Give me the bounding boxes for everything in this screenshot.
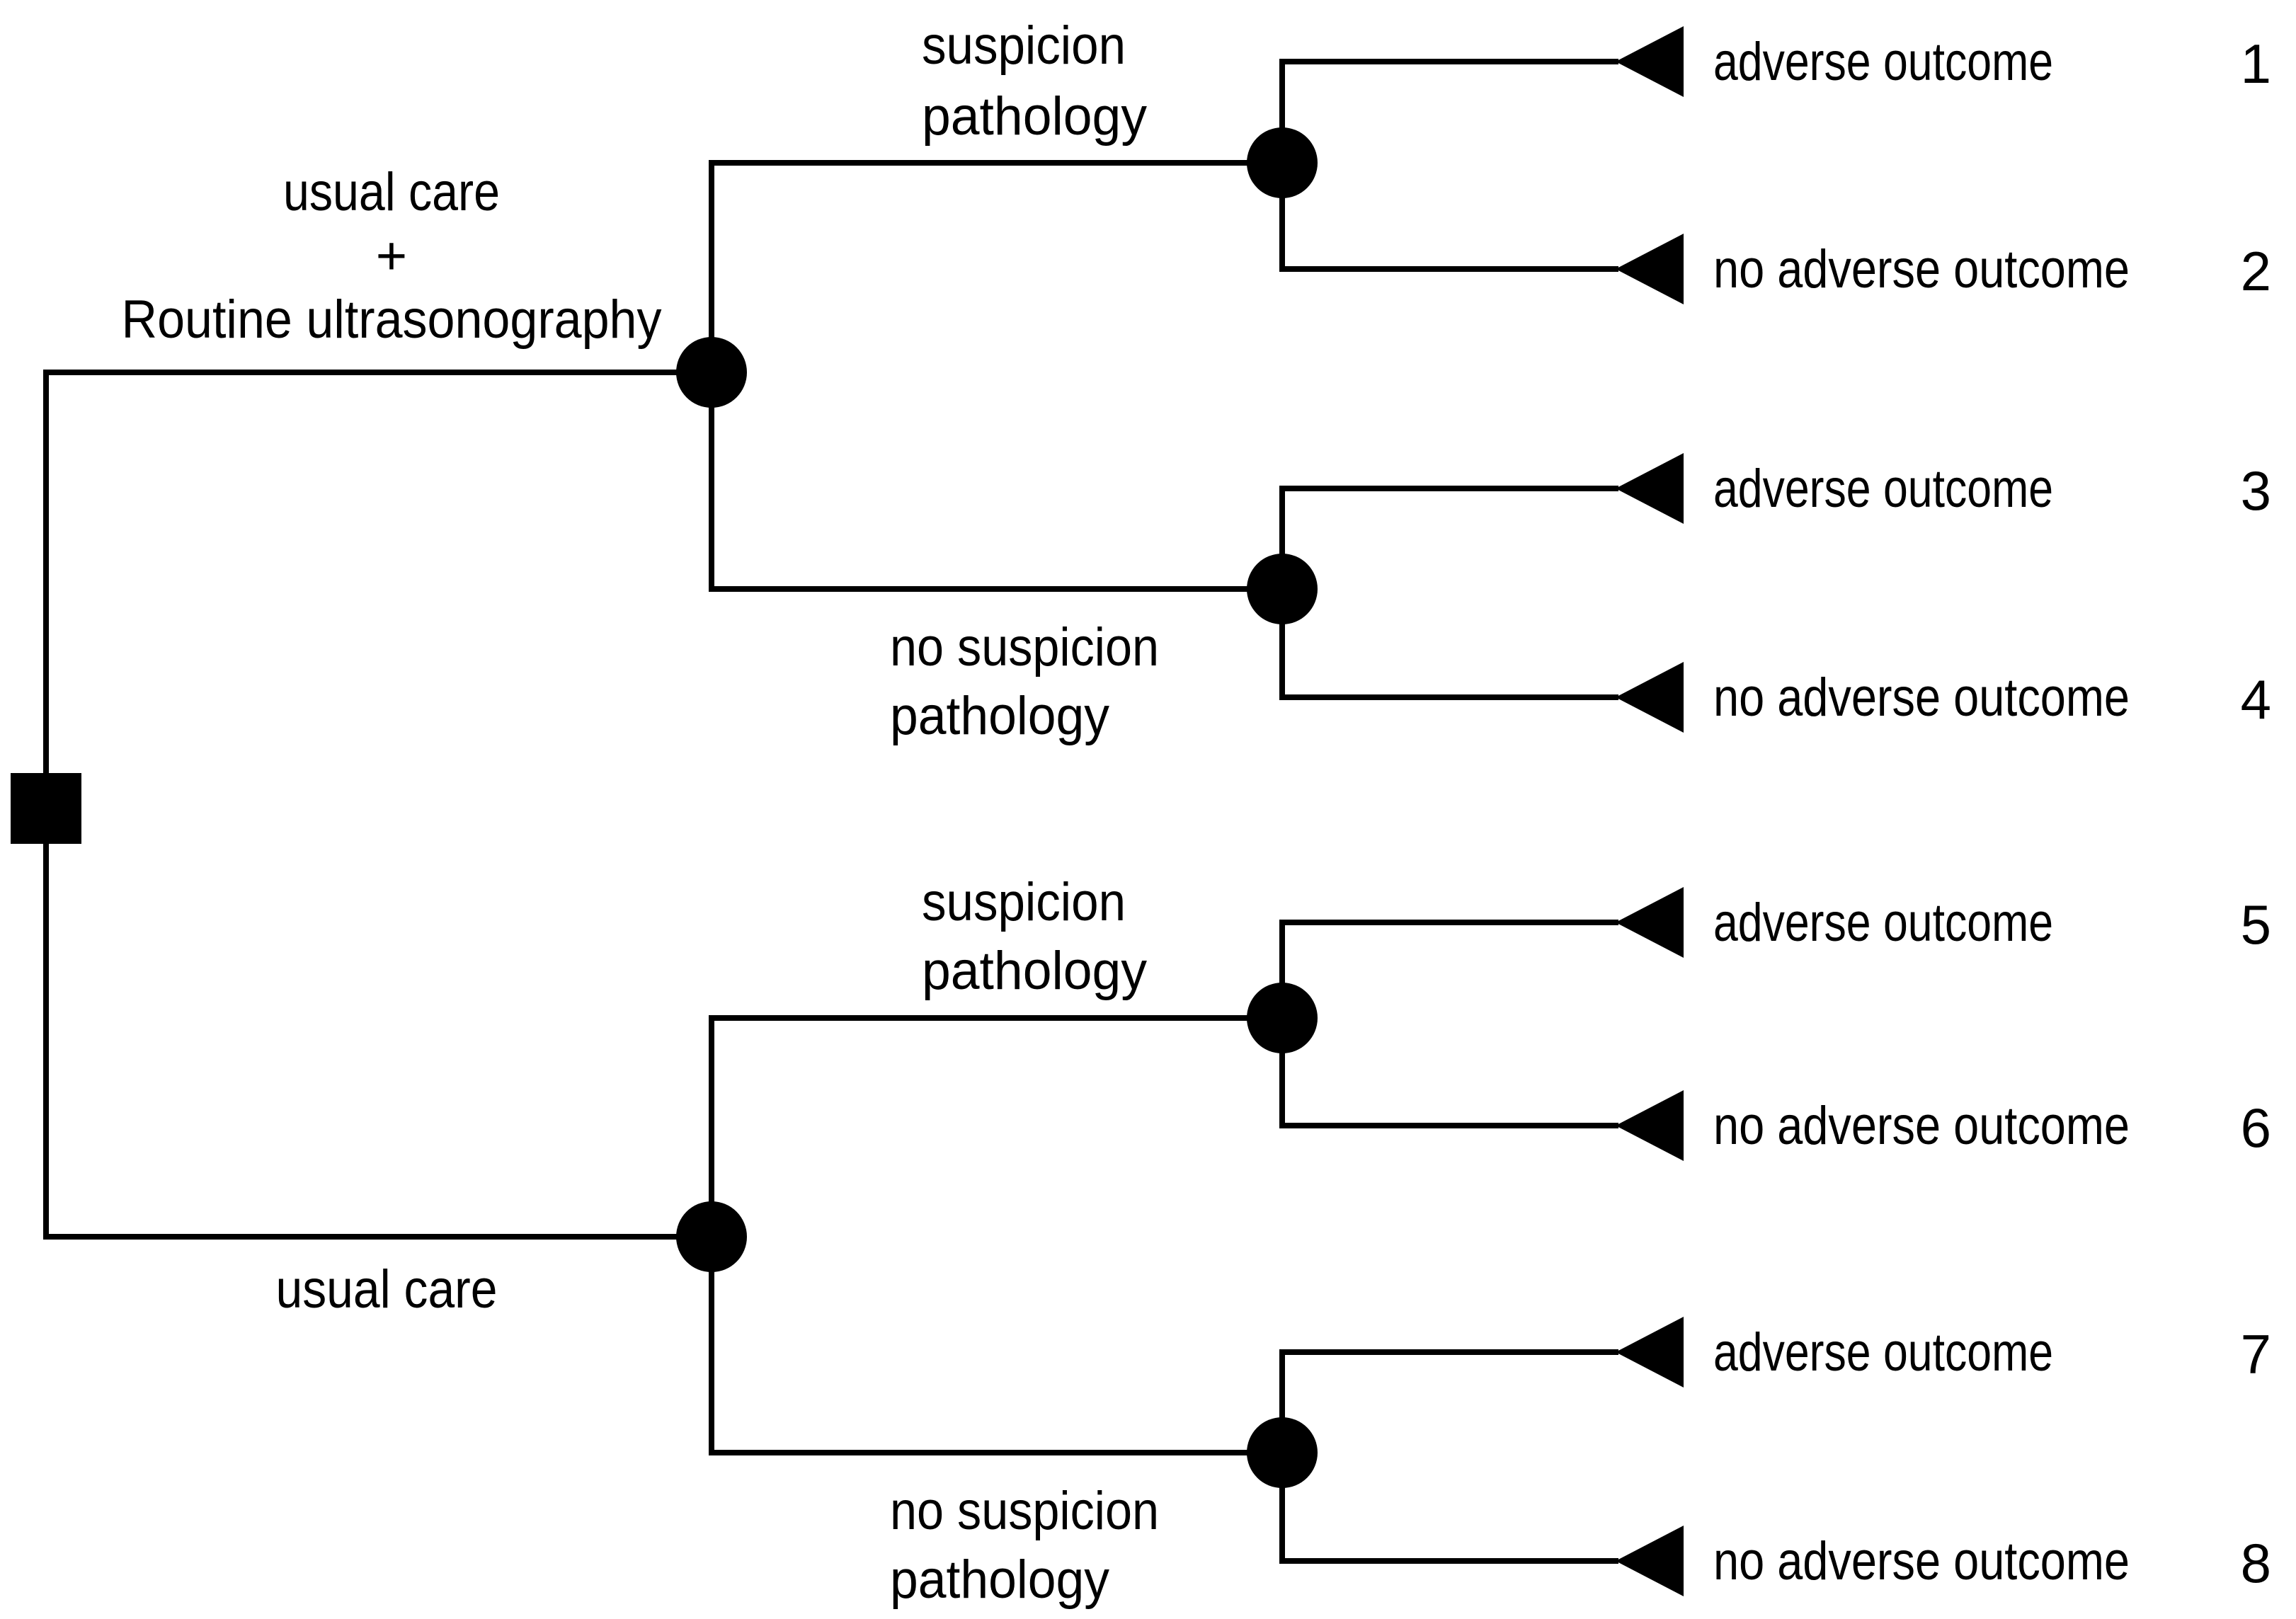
no-suspicion-top-label-line1: no suspicion xyxy=(890,617,1159,677)
strategy-top-label-line2: + xyxy=(376,226,407,286)
chance-node-suspicion-top xyxy=(1247,127,1318,198)
no-suspicion-bottom-label-line2: pathology xyxy=(890,1550,1109,1610)
suspicion-top-label-line1: suspicion xyxy=(922,16,1126,76)
terminal-node-5-triangle-icon xyxy=(1616,887,1684,958)
strategy-bottom-label: usual care xyxy=(276,1259,498,1320)
terminal-label-2: no adverse outcome xyxy=(1713,239,2130,299)
suspicion-bottom-label-line2: pathology xyxy=(922,941,1147,1001)
terminal-number-5: 5 xyxy=(2241,893,2271,956)
terminal-label-1: adverse outcome xyxy=(1713,32,2053,92)
chance-node-no-suspicion-bottom xyxy=(1247,1417,1318,1488)
terminal-label-3: adverse outcome xyxy=(1713,459,2053,519)
no-suspicion-bottom-label-line1: no suspicion xyxy=(890,1481,1159,1541)
terminal-number-3: 3 xyxy=(2241,459,2271,522)
terminal-label-5: adverse outcome xyxy=(1713,893,2053,953)
terminal-number-2: 2 xyxy=(2241,240,2271,302)
suspicion-top-label-line2: pathology xyxy=(922,86,1147,147)
terminal-label-4: no adverse outcome xyxy=(1713,668,2130,728)
chance-node-no-suspicion-top xyxy=(1247,554,1318,624)
terminal-node-2-triangle-icon xyxy=(1616,234,1684,304)
chance-node-suspicion-bottom xyxy=(1247,983,1318,1053)
terminal-number-4: 4 xyxy=(2241,668,2271,731)
terminal-number-7: 7 xyxy=(2241,1323,2271,1385)
chance-node-usual-care-plus-us xyxy=(676,337,747,408)
terminal-label-7: adverse outcome xyxy=(1713,1322,2053,1383)
strategy-top-label-line3: Routine ultrasonography xyxy=(122,290,662,350)
terminal-label-8: no adverse outcome xyxy=(1713,1531,2130,1591)
strategy-top-label-line1: usual care xyxy=(283,162,500,222)
suspicion-bottom-label-line1: suspicion xyxy=(922,872,1126,932)
terminal-node-3-triangle-icon xyxy=(1616,453,1684,524)
terminal-node-6-triangle-icon xyxy=(1616,1090,1684,1161)
terminal-label-6: no adverse outcome xyxy=(1713,1096,2130,1156)
decision-node xyxy=(11,773,81,844)
terminal-number-8: 8 xyxy=(2241,1532,2271,1594)
chance-node-usual-care xyxy=(676,1201,747,1272)
terminal-number-1: 1 xyxy=(2241,33,2271,95)
terminal-node-7-triangle-icon xyxy=(1616,1317,1684,1388)
terminal-node-4-triangle-icon xyxy=(1616,662,1684,733)
terminal-node-1-triangle-icon xyxy=(1616,26,1684,97)
terminal-number-6: 6 xyxy=(2241,1097,2271,1159)
terminal-node-8-triangle-icon xyxy=(1616,1526,1684,1596)
no-suspicion-top-label-line2: pathology xyxy=(890,686,1109,746)
